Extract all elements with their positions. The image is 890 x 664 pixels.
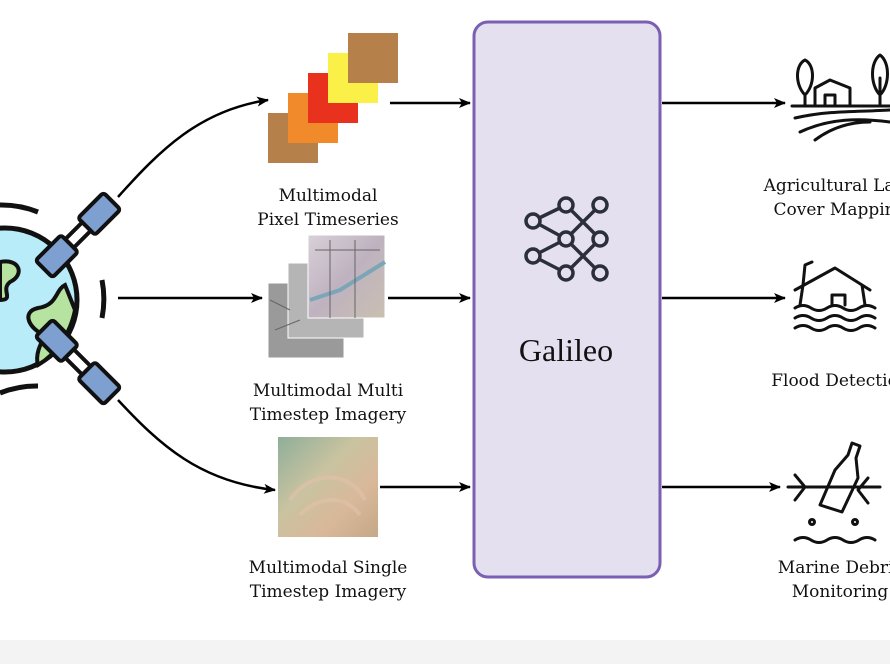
farm-icon [790,53,890,142]
flooded-house-icon [793,260,877,332]
neural-network-icon [524,196,609,282]
arrow-to-pixel-timeseries [117,96,269,198]
galileo-model-box [472,20,662,579]
output-label: Flood Detection [771,371,890,391]
bottle-in-water-icon [786,441,882,544]
output-label: Marine Debris [778,558,890,578]
output-label: Monitoring [792,582,889,602]
pixel-square [348,33,398,83]
footer-strip [0,640,890,664]
output-label: Agricultural Land [763,176,890,196]
input-label: Multimodal Single [249,558,408,578]
arrow-to-single-timestep [117,399,276,494]
input-label: Timestep Imagery [250,405,407,425]
earth-satellite-icon [0,191,122,406]
input-label: Timestep Imagery [250,582,407,602]
model-title: Galileo [519,332,613,368]
pixel-timeseries-squares [268,33,398,163]
output-label: Cover Mapping [773,200,890,220]
multi-timestep-imagery-stack [267,234,387,359]
single-timestep-image [278,437,378,537]
input-label: Pixel Timeseries [257,210,398,230]
input-label: Multimodal [279,186,378,206]
input-label: Multimodal Multi [253,381,404,401]
